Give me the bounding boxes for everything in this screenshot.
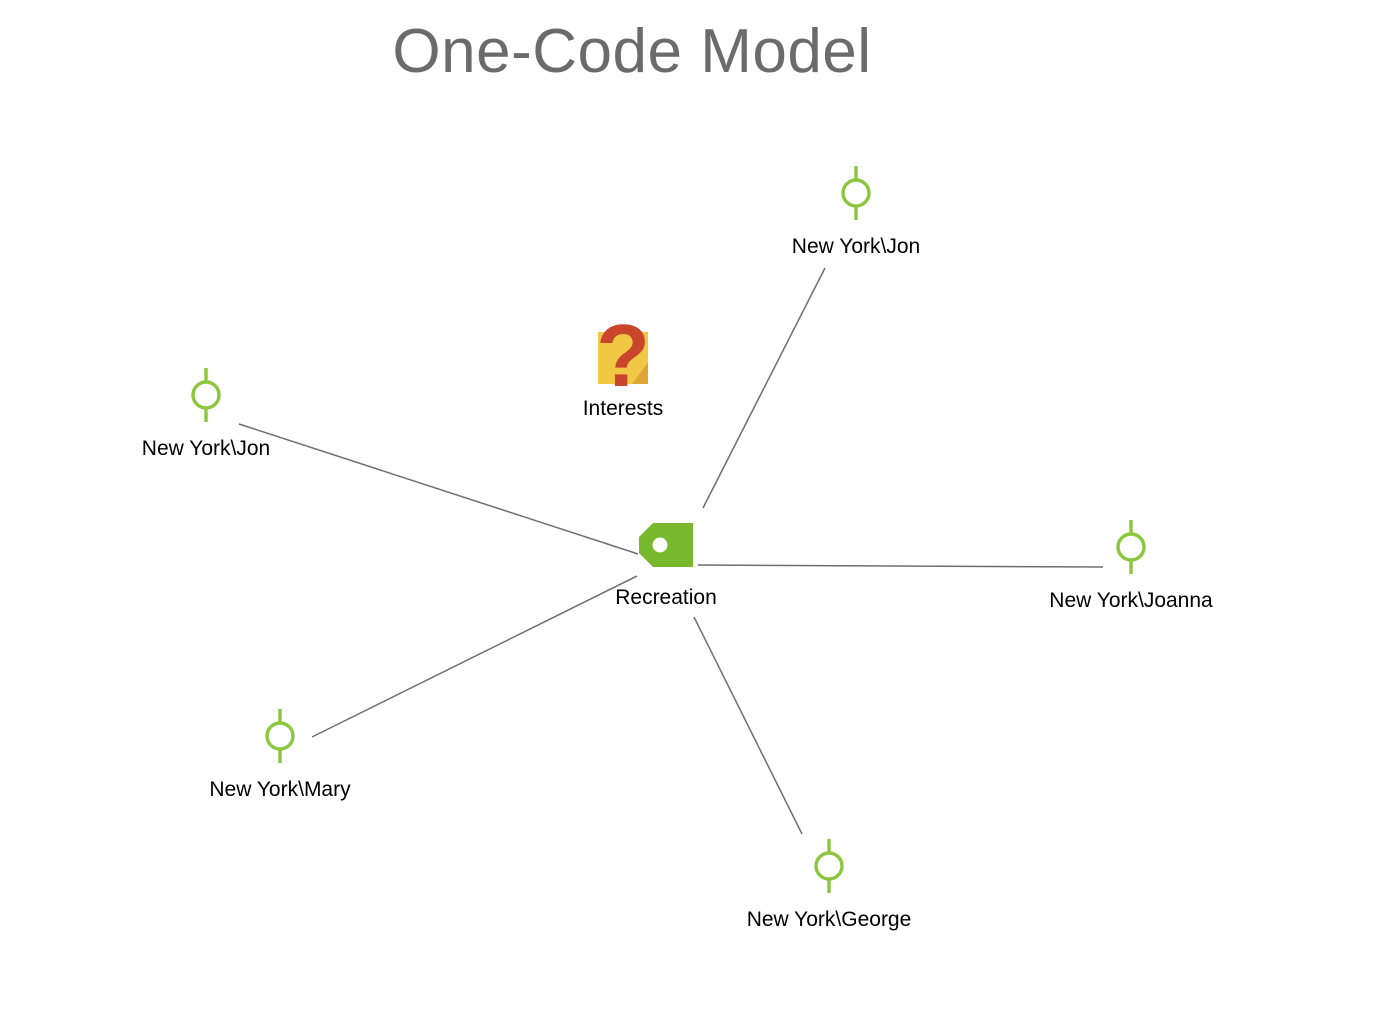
person-icon <box>1116 520 1146 574</box>
edge-recreation-jon-top[interactable] <box>702 267 826 509</box>
node-label: New York\Jon <box>141 437 271 460</box>
question-note-icon: ? <box>596 320 650 392</box>
node-label: Recreation <box>615 586 717 609</box>
code-tag-icon <box>639 523 693 567</box>
edge-recreation-mary[interactable] <box>311 575 638 738</box>
person-icon <box>191 368 221 422</box>
person-icon <box>265 709 295 763</box>
node-label: New York\Joanna <box>1049 589 1213 612</box>
diagram-title: One-Code Model <box>392 17 872 86</box>
node-label: New York\George <box>746 908 912 931</box>
person-icon <box>814 839 844 893</box>
node-label: New York\Mary <box>209 778 351 801</box>
edge-recreation-joanna[interactable] <box>697 564 1104 568</box>
question-mark-glyph: ? <box>596 320 650 392</box>
edge-recreation-jon-left[interactable] <box>238 423 639 555</box>
node-label: New York\Jon <box>791 235 921 258</box>
edge-recreation-george[interactable] <box>693 616 803 835</box>
person-icon <box>841 166 871 220</box>
node-label: Interests <box>582 397 664 420</box>
